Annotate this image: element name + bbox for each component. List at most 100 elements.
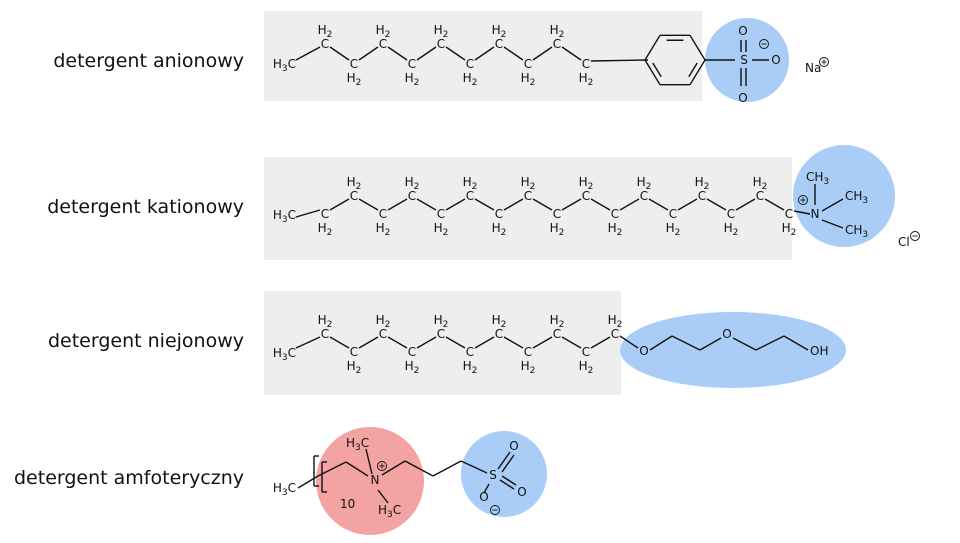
carbon-atom: C xyxy=(524,345,532,359)
benzene-bond xyxy=(689,34,706,61)
hydrogen-label: H2 xyxy=(492,221,507,238)
chain-bond xyxy=(317,461,347,477)
carbon-atom: C xyxy=(495,327,503,341)
benzene-bond xyxy=(644,34,661,61)
carbon-atom: C xyxy=(350,189,358,203)
chain-bond xyxy=(295,46,321,61)
hydrogen-label: H2 xyxy=(666,221,681,238)
anionic-methyl: H3C xyxy=(273,57,296,74)
chain-bond xyxy=(445,46,466,61)
chain-bond xyxy=(590,336,611,349)
chain-bond xyxy=(474,336,495,349)
nitrogen-atom: N xyxy=(371,473,380,487)
methyl-group: H3C xyxy=(378,503,401,520)
chloride-counter-ion: Cl xyxy=(898,235,910,249)
chain-bond xyxy=(387,336,408,349)
chain-oxygen-bond xyxy=(619,335,639,349)
methyl-group: H3C xyxy=(346,436,369,453)
methyl-group: CH3 xyxy=(806,170,829,187)
carbon-atom: C xyxy=(408,57,416,71)
oxygen-atom: O xyxy=(738,24,747,38)
chain-nitrogen-bond xyxy=(793,210,811,215)
hydrogen-label: H2 xyxy=(608,313,623,330)
nitrogen-methyl-bond xyxy=(821,198,844,212)
chain-bond xyxy=(590,59,649,62)
chain-bond xyxy=(387,198,408,211)
hydrogen-label: H2 xyxy=(376,313,391,330)
charge-circle xyxy=(759,39,769,49)
chain-bond xyxy=(345,461,369,477)
carbon-atom: C xyxy=(524,57,532,71)
nitrogen-atom: N xyxy=(811,207,820,221)
hydrogen-label: H2 xyxy=(318,313,333,330)
carbon-atom: C xyxy=(466,57,474,71)
benzene-double-bond xyxy=(652,62,662,78)
label-zwitterionic: detergent amfoteryczny xyxy=(14,467,245,489)
sodium-counter-ion: Na xyxy=(805,61,821,75)
benzene-double-bond xyxy=(688,62,698,78)
carbon-atom: C xyxy=(524,189,532,203)
chain-bond xyxy=(432,460,462,477)
negative-charge-icon xyxy=(759,39,769,49)
carbon-atom: C xyxy=(408,189,416,203)
chain-bond xyxy=(503,336,524,349)
chain-bond xyxy=(381,460,406,476)
carbon-atom: C xyxy=(437,37,445,51)
hydrogen-label: H2 xyxy=(695,175,710,192)
ether-bond xyxy=(649,335,673,351)
hydrogen-label: H2 xyxy=(376,23,391,40)
chain-bond xyxy=(416,46,437,61)
chain-bond xyxy=(590,198,611,211)
hydrogen-label: H2 xyxy=(434,313,449,330)
chain-bond xyxy=(648,198,669,211)
cationic-methyl: H3C xyxy=(273,208,296,225)
hydrogen-label: H2 xyxy=(405,71,420,88)
hydrogen-label: H2 xyxy=(434,221,449,238)
chain-bond xyxy=(532,198,553,211)
hydrogen-label: H2 xyxy=(463,175,478,192)
chain-bond xyxy=(295,209,321,218)
hydrogen-label: H2 xyxy=(550,221,565,238)
carbon-atom: C xyxy=(756,189,764,203)
chain-bond xyxy=(561,198,582,211)
sulfur-atom: S xyxy=(489,468,497,482)
nonionic-tail-background xyxy=(264,291,621,395)
hydroxyl-group: OH xyxy=(810,344,828,358)
chain-bond xyxy=(474,46,495,61)
nitrogen-methyl-bond xyxy=(365,448,373,475)
carbon-atom: C xyxy=(321,37,329,51)
hydrogen-label: H2 xyxy=(782,221,797,238)
chain-bond xyxy=(474,198,495,211)
charge-circle xyxy=(910,231,920,241)
ether-bond xyxy=(755,335,785,351)
hydrogen-label: H2 xyxy=(724,221,739,238)
chain-bond xyxy=(404,460,434,477)
chain-bond xyxy=(387,46,408,61)
charge-circle xyxy=(490,505,500,515)
carbon-atom: C xyxy=(379,37,387,51)
carbon-atom: C xyxy=(350,57,358,71)
carbon-atom: C xyxy=(553,207,561,221)
zwitterionic-anionic-circle xyxy=(461,431,547,517)
zwitterionic-methyl: H3C xyxy=(273,481,296,498)
chain-bond xyxy=(460,460,488,474)
nonionic-head-ellipse xyxy=(620,312,846,388)
hydrogen-label: H2 xyxy=(550,313,565,330)
charge-circle xyxy=(377,461,387,471)
benzene-bond xyxy=(644,59,661,86)
carbon-atom: C xyxy=(611,327,619,341)
carbon-atom: C xyxy=(379,207,387,221)
hydrogen-label: H2 xyxy=(347,175,362,192)
carbon-atom: C xyxy=(582,57,590,71)
chain-bond xyxy=(445,336,466,349)
oxygen-atom: O xyxy=(639,344,648,358)
carbon-atom: C xyxy=(582,345,590,359)
carbon-atom: C xyxy=(611,207,619,221)
chain-bond xyxy=(329,46,350,61)
chain-bond xyxy=(416,336,437,349)
hydrogen-label: H2 xyxy=(637,175,652,192)
positive-charge-icon xyxy=(377,461,387,471)
chain-bond xyxy=(503,46,524,61)
carbon-atom: C xyxy=(698,189,706,203)
carbon-atom: C xyxy=(582,189,590,203)
